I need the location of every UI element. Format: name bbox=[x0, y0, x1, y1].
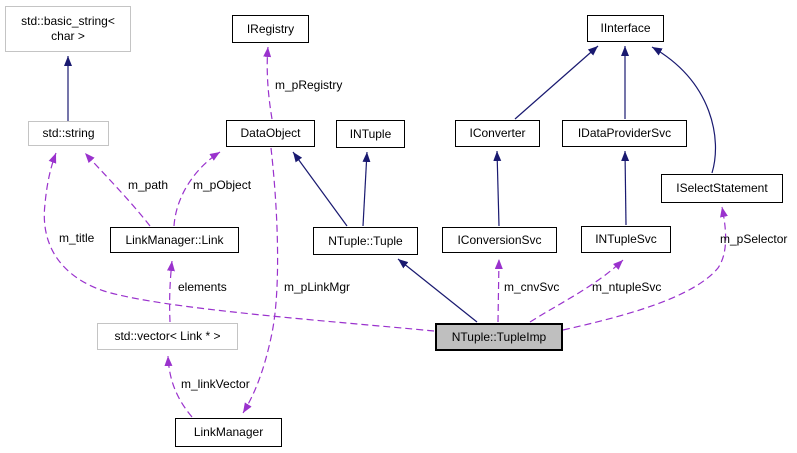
node-iconversionsvc[interactable]: IConversionSvc bbox=[442, 227, 557, 253]
edge-label-m-linkvector: m_linkVector bbox=[181, 377, 250, 391]
edge-label-m-title: m_title bbox=[59, 231, 95, 245]
node-label: INTupleSvc bbox=[595, 232, 657, 246]
node-iinterface[interactable]: IInterface bbox=[587, 15, 664, 42]
node-label-line: std::basic_string< bbox=[21, 14, 115, 28]
node-idataprovidersvc[interactable]: IDataProviderSvc bbox=[562, 120, 687, 147]
node-dataobject[interactable]: DataObject bbox=[226, 120, 315, 147]
node-label: LinkManager::Link bbox=[125, 232, 224, 247]
edge-label-m-pselector: m_pSelector bbox=[720, 232, 788, 246]
edge-usage-m-path bbox=[84, 152, 151, 227]
node-label: IDataProviderSvc bbox=[577, 126, 672, 140]
node-label: std::string bbox=[42, 126, 95, 140]
node-label-line: char > bbox=[51, 29, 85, 43]
edge-label-m-plinkmgr: m_pLinkMgr bbox=[284, 280, 351, 294]
node-label: NTuple::Tuple bbox=[328, 233, 403, 248]
edge-usage-m-pselector bbox=[562, 206, 728, 331]
edge-usage-m-pregistry bbox=[263, 46, 273, 120]
node-label: INTuple bbox=[349, 126, 392, 141]
node-linkmanager[interactable]: LinkManager bbox=[175, 418, 282, 447]
edge-inherit-tuple-intuple bbox=[362, 151, 371, 227]
edge-inherit-intuplesvc-idataprovidersvc bbox=[621, 150, 630, 226]
node-ntuple-tupleimp: NTuple::TupleImp bbox=[435, 323, 563, 351]
edge-inherit-iconverter-iinterface bbox=[514, 45, 599, 120]
node-label: IConversionSvc bbox=[457, 232, 542, 247]
node-label: IInterface bbox=[600, 21, 651, 35]
node-label: LinkManager bbox=[193, 425, 264, 439]
edge-usage-m-title bbox=[43, 152, 435, 332]
edge-inherit-tuple-dataobject bbox=[292, 151, 348, 227]
node-label: NTuple::TupleImp bbox=[451, 329, 547, 344]
node-iconverter[interactable]: IConverter bbox=[455, 120, 540, 147]
node-iregistry[interactable]: IRegistry bbox=[232, 15, 309, 43]
node-label: ISelectStatement bbox=[676, 181, 768, 195]
edge-usage-m-pobject bbox=[173, 151, 221, 227]
edge-usage-m-cnvsvc bbox=[494, 258, 503, 323]
edge-usage-elements bbox=[166, 260, 175, 323]
edge-label-m-ntuplesvc: m_ntupleSvc bbox=[592, 280, 662, 294]
edge-label-m-cnvsvc: m_cnvSvc bbox=[504, 280, 560, 294]
edge-inherit-iselectstatement-iinterface bbox=[651, 46, 717, 174]
node-intuple[interactable]: INTuple bbox=[336, 120, 405, 148]
node-label: DataObject bbox=[240, 126, 301, 140]
edge-inherit-tupleimp-tuple bbox=[397, 258, 478, 323]
edge-label-m-pregistry: m_pRegistry bbox=[275, 78, 343, 92]
edge-usage-m-plinkmgr bbox=[242, 147, 279, 414]
node-std-vector-link[interactable]: std::vector< Link * > bbox=[97, 323, 238, 350]
edge-inherit-iconversionsvc-iconverter bbox=[493, 150, 502, 227]
edge-label-elements: elements bbox=[178, 280, 227, 294]
edge-label-m-pobject: m_pObject bbox=[193, 178, 252, 192]
node-ntuple-tuple[interactable]: NTuple::Tuple bbox=[313, 227, 418, 255]
node-label: std::vector< Link * > bbox=[114, 329, 221, 343]
edge-label-m-path: m_path bbox=[128, 178, 169, 192]
node-std-basic-string[interactable]: std::basic_string< char > bbox=[5, 6, 131, 52]
node-label: IRegistry bbox=[246, 21, 295, 36]
node-std-string[interactable]: std::string bbox=[28, 121, 109, 146]
edge-usage-m-ntuplesvc bbox=[529, 259, 624, 323]
edge-usage-m-linkvector bbox=[164, 355, 193, 418]
node-linkmanager-link[interactable]: LinkManager::Link bbox=[110, 227, 239, 253]
node-iselectstatement[interactable]: ISelectStatement bbox=[661, 174, 783, 203]
node-label: IConverter bbox=[469, 126, 526, 140]
node-intuplesvc[interactable]: INTupleSvc bbox=[581, 226, 671, 253]
